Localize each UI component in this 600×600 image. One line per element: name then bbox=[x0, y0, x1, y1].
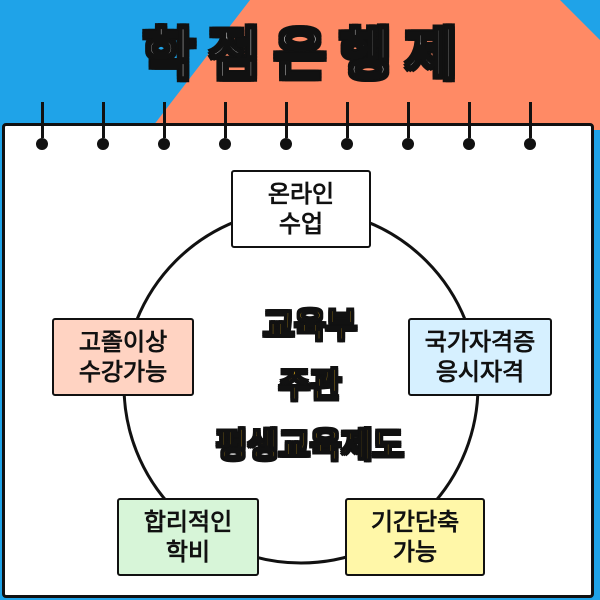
box-online-line1: 온라인 bbox=[267, 180, 335, 208]
center-text-line2: 주관 bbox=[278, 365, 342, 407]
box-reasonable-cost: 합리적인 학비 bbox=[117, 498, 259, 576]
page-title: 학점은행제 bbox=[142, 22, 471, 90]
box-online-line2: 수업 bbox=[278, 210, 324, 238]
box-high-school-line1: 고졸이상 bbox=[78, 328, 168, 356]
center-text-line3: 평생교육제도 bbox=[215, 425, 404, 467]
box-certificate-line1: 국가자격증 bbox=[424, 328, 536, 356]
box-high-school: 고졸이상 수강가능 bbox=[52, 318, 194, 396]
center-text-line1: 교육부 bbox=[262, 305, 357, 347]
box-online-class: 온라인 수업 bbox=[231, 170, 371, 248]
box-certificate-line2: 응시자격 bbox=[435, 358, 525, 386]
box-reduced-period-line1: 기간단축 bbox=[370, 508, 460, 536]
box-reasonable-cost-line2: 학비 bbox=[165, 538, 211, 566]
box-reduced-period-line2: 가능 bbox=[392, 538, 438, 566]
box-reasonable-cost-line1: 합리적인 bbox=[143, 508, 233, 536]
box-reduced-period: 기간단축 가능 bbox=[345, 498, 485, 576]
box-certificate: 국가자격증 응시자격 bbox=[408, 318, 552, 396]
box-high-school-line2: 수강가능 bbox=[78, 358, 168, 386]
